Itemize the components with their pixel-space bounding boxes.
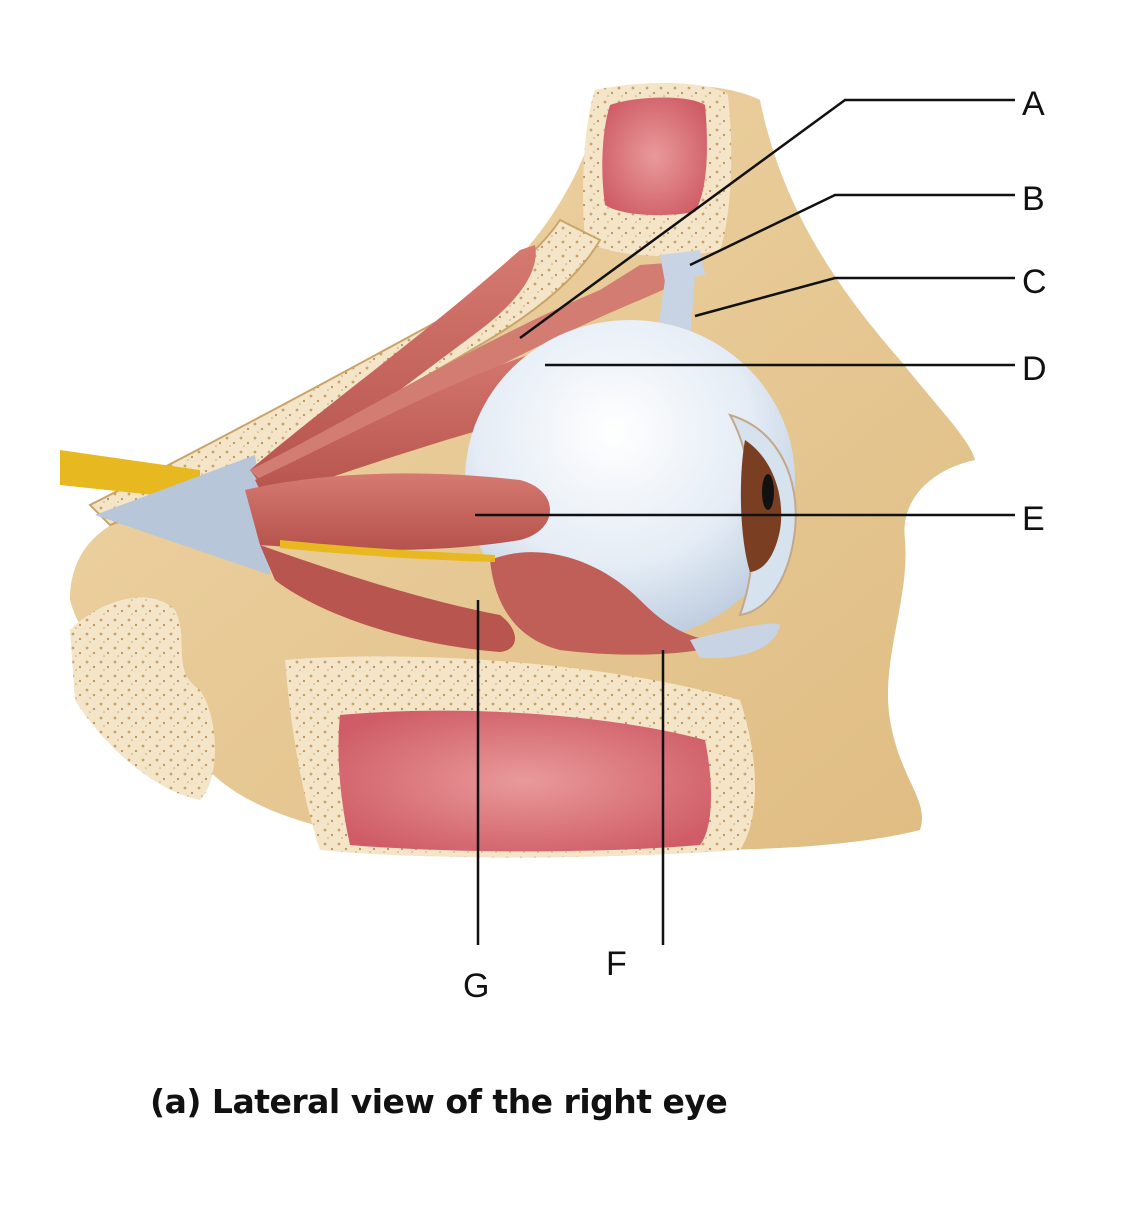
label-d: D (1022, 350, 1047, 388)
lateral-rectus-muscle (245, 473, 550, 550)
pupil (762, 474, 774, 510)
iris (740, 440, 782, 572)
label-b: B (1022, 180, 1045, 218)
inferior-oblique-muscle (490, 552, 775, 655)
label-g: G (463, 967, 489, 1005)
maxillary-sinus (338, 710, 712, 852)
label-c: C (1022, 263, 1047, 301)
label-a: A (1022, 85, 1045, 123)
optic-nerve (60, 450, 200, 500)
figure-caption: (a) Lateral view of the right eye (150, 1082, 728, 1121)
leader-lines (475, 98, 1015, 945)
label-e: E (1022, 500, 1045, 538)
ethmoid-bone (70, 597, 215, 800)
oculomotor-nerve-branch (280, 540, 495, 562)
inferior-rectus-muscle (260, 545, 515, 652)
frontal-sinus (602, 97, 707, 216)
leader-line-b (689, 193, 1015, 267)
trochlea (660, 250, 705, 282)
levator-palpebrae-muscle (250, 245, 536, 490)
tendinous-ring (95, 455, 270, 575)
inferior-oblique-tendon (690, 623, 780, 659)
leader-line-c (694, 276, 1015, 318)
label-f: F (606, 945, 627, 983)
leader-line-a (519, 98, 1015, 340)
